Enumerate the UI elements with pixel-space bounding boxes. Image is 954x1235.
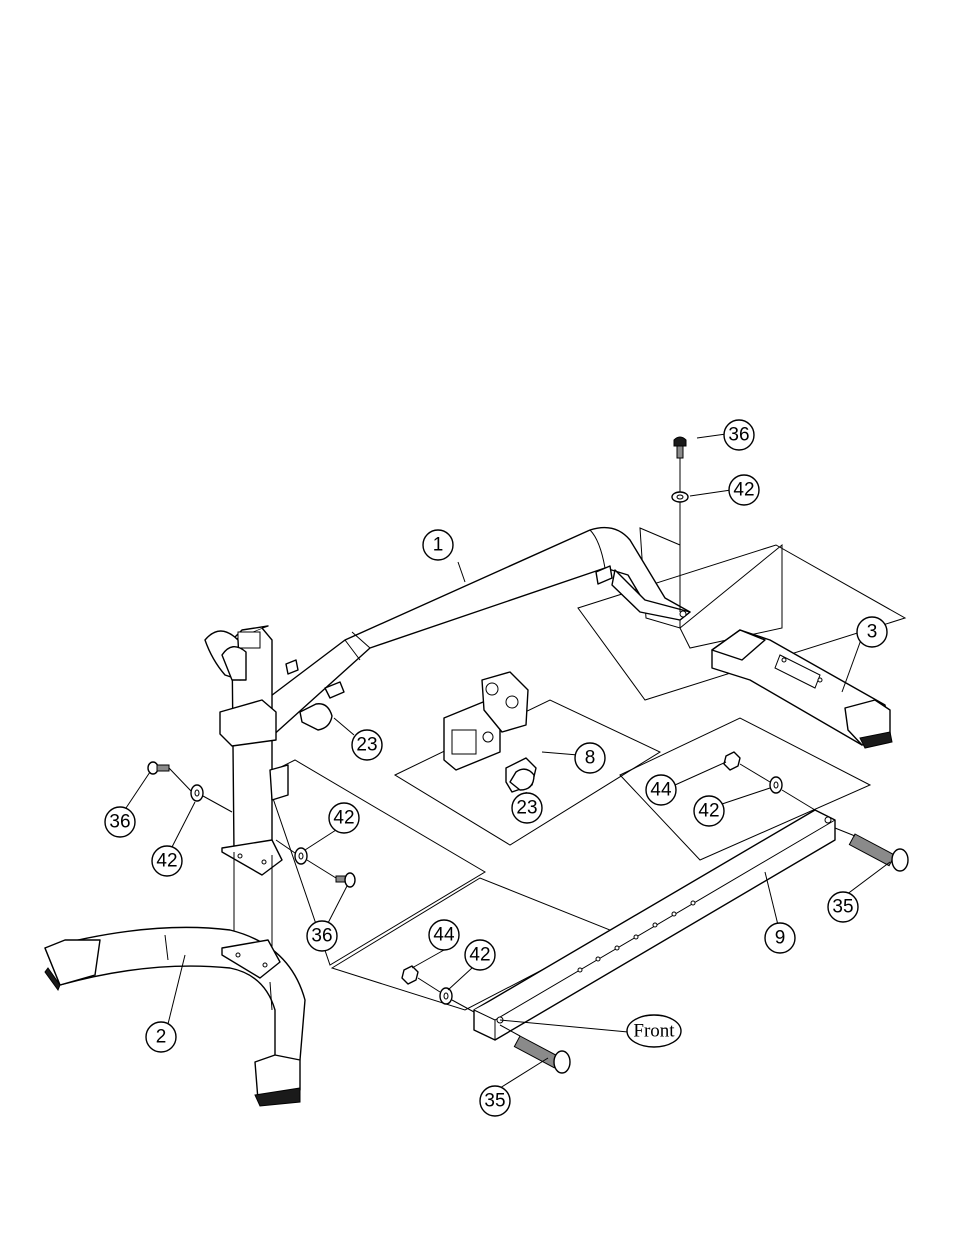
callout-42-left: 42 <box>152 846 182 876</box>
callout-1: 1 <box>423 530 453 560</box>
svg-text:36: 36 <box>311 926 332 947</box>
plane-foot-rear <box>680 545 782 648</box>
front-label: Front <box>627 1015 681 1047</box>
svg-text:9: 9 <box>775 928 786 949</box>
svg-text:36: 36 <box>109 812 130 833</box>
callout-36-top: 36 <box>724 420 754 450</box>
svg-text:3: 3 <box>867 622 878 643</box>
callout-3: 3 <box>857 617 887 647</box>
callout-36-left: 36 <box>105 807 135 837</box>
callout-23-lower: 23 <box>512 793 542 823</box>
callout-42-bottom: 42 <box>465 940 495 970</box>
callout-9: 9 <box>765 923 795 953</box>
callout-8: 8 <box>575 743 605 773</box>
callout-35-right: 35 <box>828 892 858 922</box>
svg-text:2: 2 <box>156 1027 167 1048</box>
callout-44-left: 44 <box>429 920 459 950</box>
svg-text:35: 35 <box>484 1091 505 1112</box>
svg-text:42: 42 <box>333 808 354 829</box>
svg-text:42: 42 <box>698 801 719 822</box>
callout-23-upper: 23 <box>352 730 382 760</box>
svg-text:23: 23 <box>356 735 377 756</box>
svg-text:44: 44 <box>650 780 672 801</box>
svg-text:42: 42 <box>156 851 177 872</box>
svg-text:23: 23 <box>516 798 537 819</box>
svg-text:42: 42 <box>469 945 490 966</box>
front-base-part-2 <box>45 927 305 1106</box>
callout-42-top: 42 <box>729 475 759 505</box>
callout-35-bottom: 35 <box>480 1086 510 1116</box>
callout-44-right: 44 <box>646 775 676 805</box>
svg-text:42: 42 <box>733 480 754 501</box>
svg-text:44: 44 <box>433 925 455 946</box>
callout-36-center: 36 <box>307 921 337 951</box>
callout-2: 2 <box>146 1022 176 1052</box>
svg-text:Front: Front <box>633 1021 675 1042</box>
rear-foot-part-3 <box>712 630 892 748</box>
callout-42-center: 42 <box>329 803 359 833</box>
svg-text:8: 8 <box>585 748 596 769</box>
svg-text:35: 35 <box>832 897 853 918</box>
svg-text:1: 1 <box>433 535 444 556</box>
svg-text:36: 36 <box>728 425 749 446</box>
callout-42-right: 42 <box>694 796 724 826</box>
